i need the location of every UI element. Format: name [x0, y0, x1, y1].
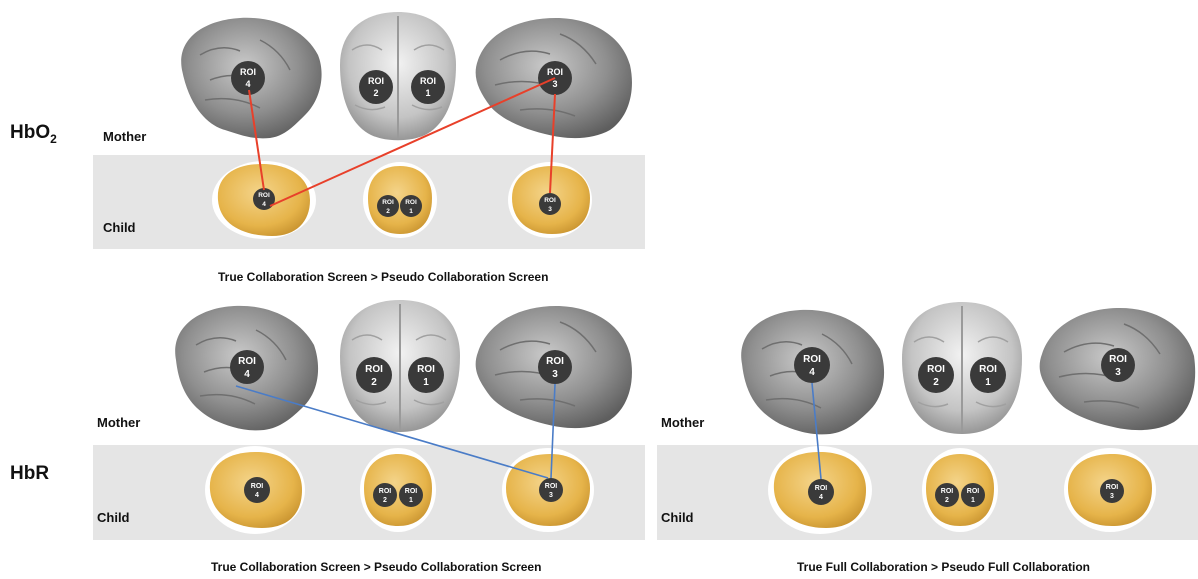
roi-number: 3	[549, 492, 553, 499]
roi-number: 1	[423, 377, 429, 388]
panel3-condition-label: True Full Collaboration > Pseudo Full Co…	[797, 560, 1090, 574]
panel2-child-right-brain: ROI 3	[502, 448, 594, 532]
panel1-condition-label: True Collaboration Screen > Pseudo Colla…	[218, 270, 548, 284]
roi-number: 4	[244, 369, 250, 380]
roi-number: 3	[552, 369, 558, 380]
roi-word: ROI	[251, 483, 264, 490]
panel3-mother-label: Mother	[661, 415, 704, 430]
roi-word: ROI	[240, 67, 256, 77]
roi-word: ROI	[546, 356, 564, 367]
roi-number: 2	[933, 377, 939, 388]
panel3-child-right-brain: ROI 3	[1064, 448, 1156, 532]
roi-word: ROI	[803, 354, 821, 365]
roi-word: ROI	[405, 488, 418, 495]
panel1-child-front-brain: ROI 2 ROI 1	[363, 162, 437, 238]
roi-word: ROI	[547, 67, 563, 77]
roi-number: 1	[409, 497, 413, 504]
roi-word: ROI	[382, 199, 394, 206]
roi-word: ROI	[979, 364, 997, 375]
roi-word: ROI	[420, 76, 436, 86]
panel1-mother-front-brain: ROI 2 ROI 1	[340, 12, 456, 140]
panel2-child-left-brain: ROI 4	[205, 446, 305, 534]
panel1-child-label: Child	[103, 220, 136, 235]
roi-number: 2	[945, 497, 949, 504]
roi-number: 4	[819, 494, 823, 501]
roi-word: ROI	[545, 483, 558, 490]
roi-word: ROI	[927, 364, 945, 375]
roi-number: 4	[255, 492, 259, 499]
roi-word: ROI	[941, 488, 954, 495]
panel2-child-front-brain: ROI 2 ROI 1	[360, 448, 436, 532]
roi-number: 1	[971, 497, 975, 504]
roi-number: 4	[245, 79, 250, 89]
panel3-child-left-brain: ROI 4	[768, 446, 872, 534]
panel2-condition-label: True Collaboration Screen > Pseudo Colla…	[211, 560, 541, 574]
roi-word: ROI	[238, 356, 256, 367]
panel1-mother-label: Mother	[103, 129, 146, 144]
roi-number: 4	[262, 201, 266, 208]
roi-word: ROI	[417, 364, 435, 375]
roi-number: 1	[985, 377, 991, 388]
roi-word: ROI	[815, 485, 828, 492]
roi-word: ROI	[544, 197, 556, 204]
roi-number: 1	[425, 88, 430, 98]
roi-word: ROI	[967, 488, 980, 495]
roi-number: 2	[371, 377, 377, 388]
panel2-child-label: Child	[97, 510, 130, 525]
roi-word: ROI	[368, 76, 384, 86]
panel3-child-front-brain: ROI 2 ROI 1	[922, 448, 998, 532]
panel2-mother-left-brain: ROI 4	[175, 306, 318, 431]
roi-number: 1	[409, 208, 413, 215]
roi-word: ROI	[365, 364, 383, 375]
roi-word: ROI	[1109, 354, 1127, 365]
roi-number: 2	[386, 208, 390, 215]
panel1-mother-left-brain: ROI 4	[181, 18, 321, 139]
roi-number: 2	[373, 88, 378, 98]
panel2-mother-front-brain: ROI 2 ROI 1	[340, 300, 460, 432]
roi-word: ROI	[379, 488, 392, 495]
roi-number: 2	[383, 497, 387, 504]
roi-word: ROI	[405, 199, 417, 206]
panel3-child-label: Child	[661, 510, 694, 525]
roi-number: 3	[552, 79, 557, 89]
roi-number: 4	[809, 367, 815, 378]
roi-number: 3	[1115, 367, 1121, 378]
panel1-child-left-brain: ROI 4	[212, 161, 316, 239]
panel3-mother-left-brain: ROI 4	[741, 310, 884, 435]
roi-number: 3	[1110, 493, 1114, 500]
roi-word: ROI	[1106, 484, 1119, 491]
roi-word: ROI	[258, 192, 270, 199]
panel3-mother-right-brain: ROI 3	[1040, 308, 1196, 430]
roi-number: 3	[548, 206, 552, 213]
panel2-mother-label: Mother	[97, 415, 140, 430]
panel3-mother-front-brain: ROI 2 ROI 1	[902, 302, 1022, 434]
